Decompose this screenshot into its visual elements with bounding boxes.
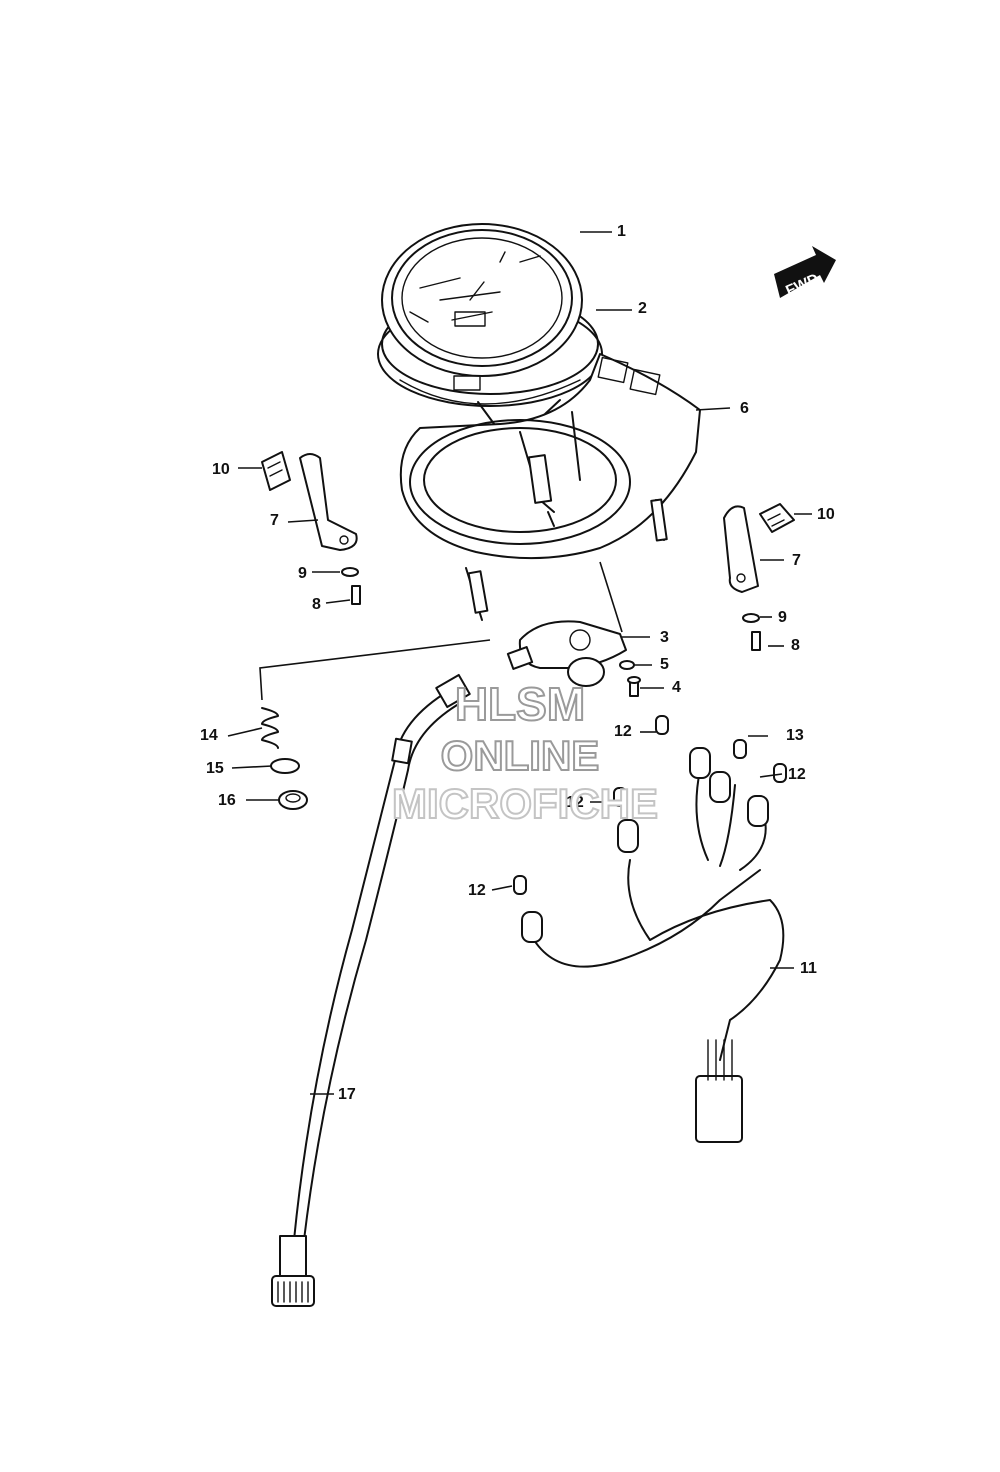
callout-12-a: 12 (614, 723, 632, 740)
leader-lines (227, 231, 812, 1095)
speed-sensor (506, 620, 627, 687)
callout-9-left: 9 (298, 565, 307, 582)
callout-8-left: 8 (312, 596, 321, 613)
grommet-left-10 (261, 451, 291, 491)
callout-15: 15 (206, 760, 224, 777)
callout-8-right: 8 (791, 637, 800, 654)
bulbs (513, 715, 787, 895)
washer-15 (270, 758, 300, 774)
screw-4 (627, 676, 641, 697)
spring-14 (261, 707, 279, 749)
callout-3: 3 (660, 629, 669, 646)
sensor-guide-line (599, 561, 623, 633)
callout-4: 4 (672, 679, 681, 696)
callout-11: 11 (800, 960, 817, 977)
watermark-line2: ONLINE (441, 732, 600, 779)
watermark-line1: HLSM (455, 678, 585, 730)
screw-right-8 (751, 631, 761, 651)
callout-10-right: 10 (817, 506, 835, 523)
callout-9-right: 9 (778, 609, 787, 626)
cable-routing-line (259, 639, 491, 701)
watermark: HLSM ONLINE MICROFICHE (391, 677, 659, 828)
callout-2: 2 (638, 300, 647, 317)
callout-1: 1 (617, 223, 626, 240)
callout-12-c: 12 (566, 794, 584, 811)
wiring-harness (521, 747, 785, 1143)
callout-13: 13 (786, 727, 804, 744)
callout-6: 6 (740, 400, 749, 417)
callout-16: 16 (218, 792, 236, 809)
washer-5 (619, 660, 635, 670)
screw-left-8 (351, 585, 361, 605)
bracket-right (723, 505, 759, 593)
callout-17: 17 (338, 1086, 356, 1103)
callout-12-d: 12 (468, 882, 486, 899)
callout-12-b: 12 (788, 766, 806, 783)
callout-labels: 1 2 3 4 5 6 7 7 8 8 9 9 10 10 11 12 12 1… (200, 223, 835, 1103)
callout-10-left: 10 (212, 461, 230, 478)
speedometer-cable (271, 673, 471, 1307)
callout-7-right: 7 (792, 552, 801, 569)
washer-left-9 (341, 567, 359, 577)
bracket-left (299, 453, 358, 551)
grommet-right-10 (759, 503, 795, 533)
callout-14: 14 (200, 727, 218, 744)
washer-right-9 (742, 613, 760, 623)
meter-case (399, 353, 701, 621)
speedometer-assembly (377, 223, 603, 433)
callout-5: 5 (660, 656, 669, 673)
callout-7-left: 7 (270, 512, 279, 529)
watermark-line3: MICROFICHE (392, 780, 658, 827)
grommet-16 (278, 790, 308, 810)
fwd-arrow-icon: FWD (774, 246, 836, 300)
